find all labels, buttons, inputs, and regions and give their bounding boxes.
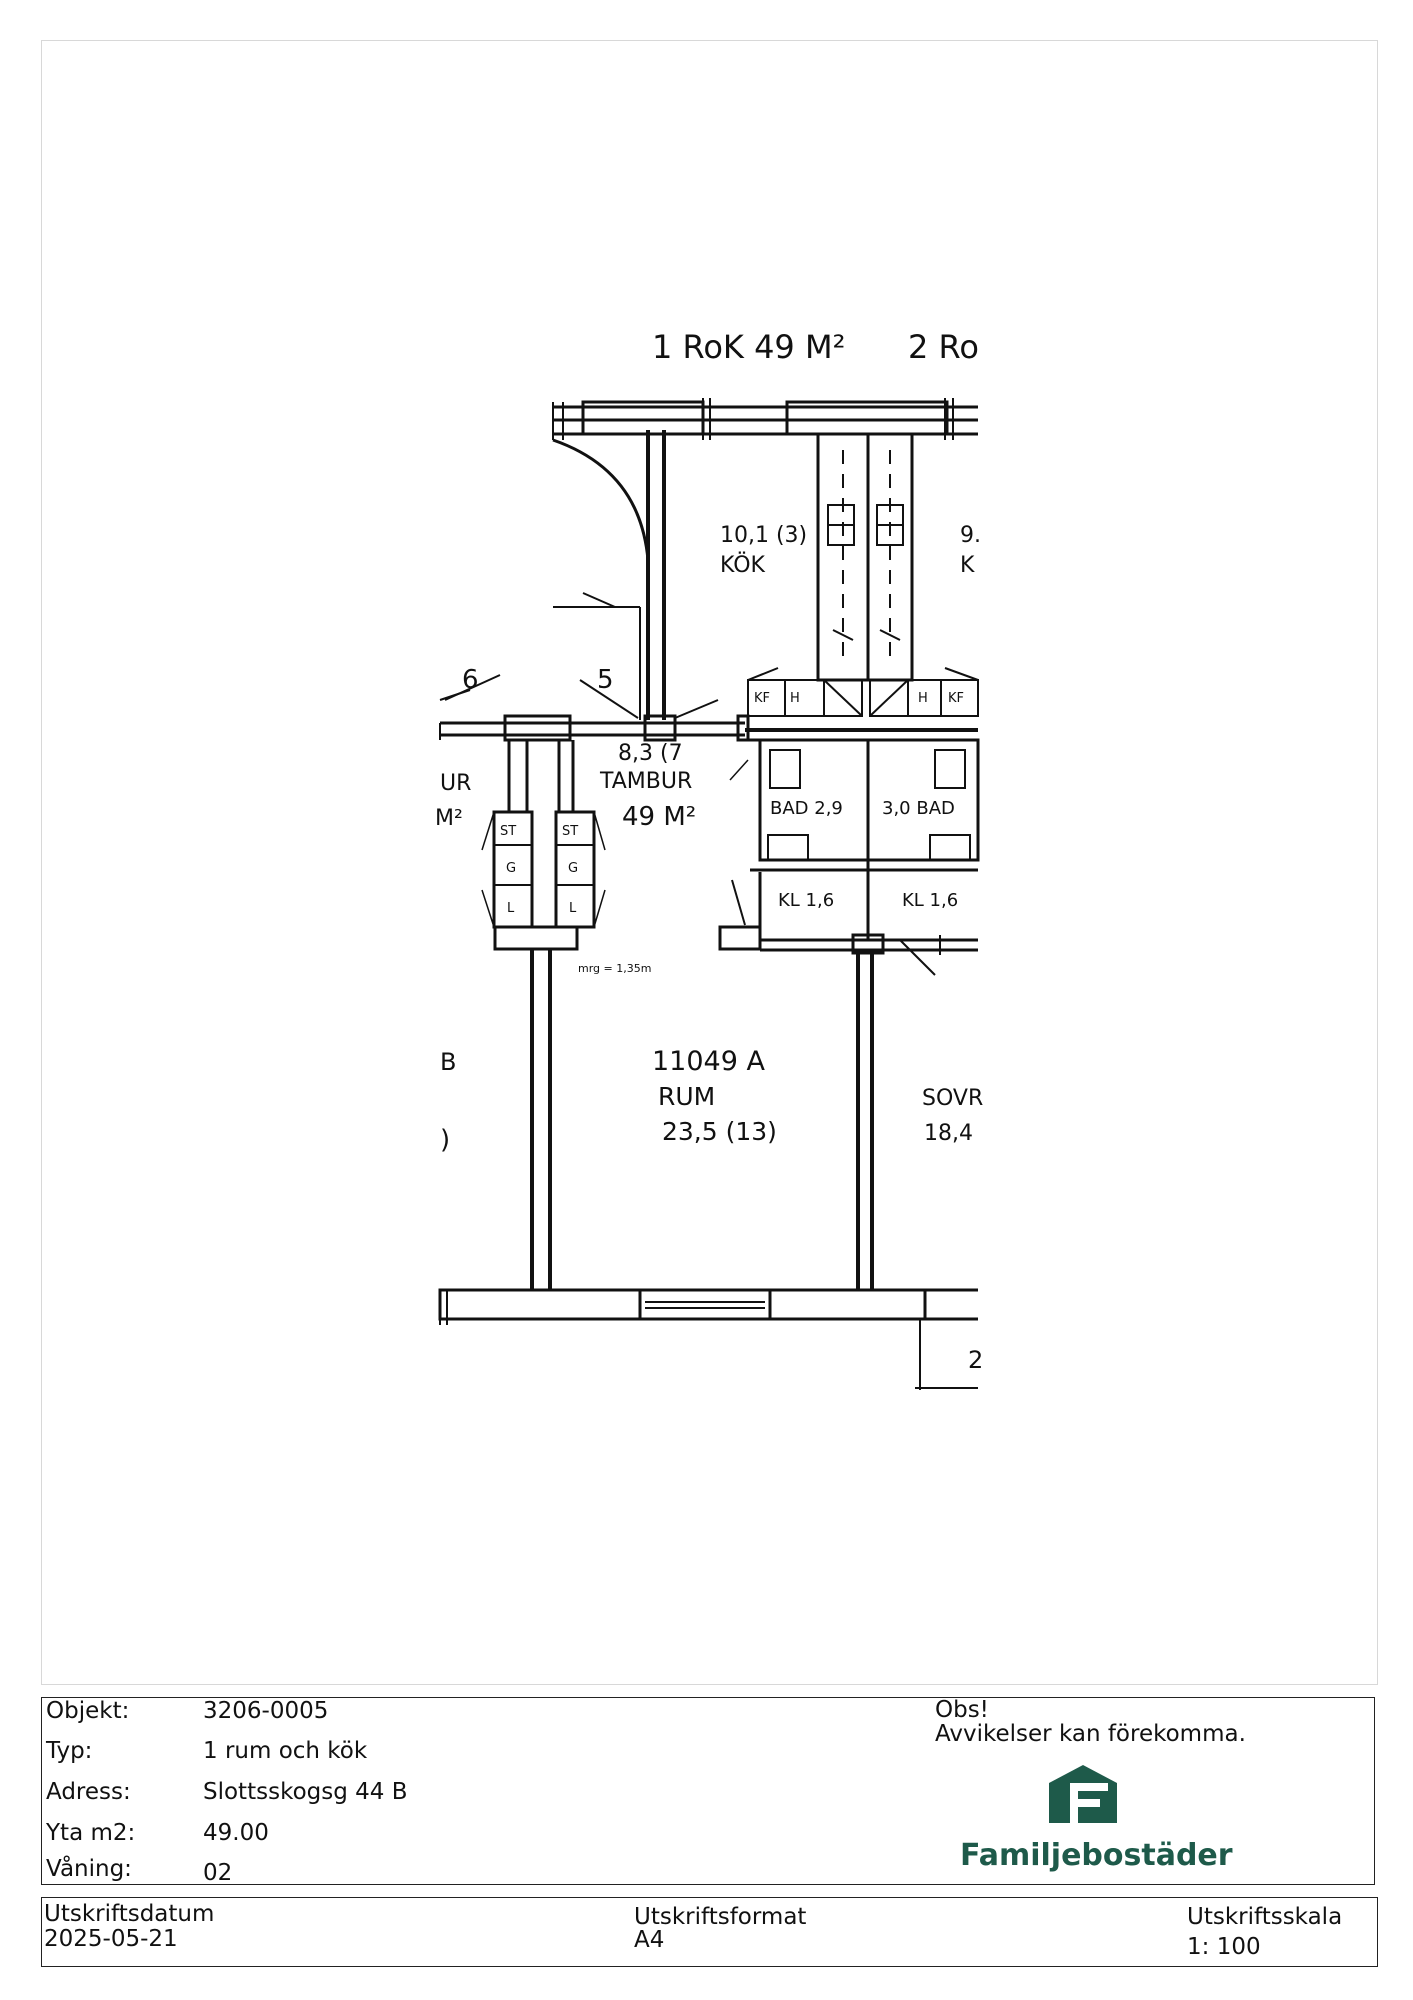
print-scale-value: 1: 100 [1187, 1934, 1261, 1960]
door-5-label: 5 [597, 665, 614, 695]
l-right-label: L [569, 901, 577, 916]
st-left-label: ST [500, 824, 516, 839]
left-b-label: B [440, 1048, 456, 1076]
rum-name-label: RUM [658, 1082, 715, 1111]
kok-name-label: KÖK [720, 552, 766, 578]
h-right-label: H [918, 691, 928, 706]
objekt-value: 3206-0005 [203, 1698, 329, 1724]
typ-label: Typ: [46, 1738, 93, 1764]
kok-right-area-label: 9. [960, 523, 981, 548]
plan-header-right: 2 Ro [908, 328, 979, 366]
st-right-label: ST [562, 824, 578, 839]
plan-header-left: 1 RoK 49 M² [652, 328, 845, 366]
vaning-value: 02 [203, 1860, 233, 1886]
left-paren-label: ) [440, 1125, 450, 1155]
sovr-area-label: 18,4 [924, 1121, 973, 1146]
logo-house-icon [1049, 1765, 1117, 1823]
tambur-total-label: 49 M² [622, 802, 696, 832]
yta-value: 49.00 [203, 1820, 269, 1846]
kf-right-label: KF [948, 691, 964, 706]
small-note-label: mrg = 1,35m [578, 962, 651, 975]
floor-plan-frame [41, 40, 1378, 1685]
print-format-value: A4 [634, 1927, 665, 1953]
print-date-cell: Utskriftsdatum 2025-05-21 [44, 1902, 214, 1952]
left-m2-label: M² [435, 806, 463, 831]
l-left-label: L [507, 901, 515, 916]
obs-title: Obs! [935, 1697, 989, 1723]
print-scale-cell: Utskriftsskala 1: 100 [1187, 1902, 1342, 1962]
tambur-area-label: 8,3 (7 [618, 741, 683, 766]
print-format-label: Utskriftsformat [634, 1904, 807, 1930]
bad-left-label: BAD 2,9 [770, 798, 843, 819]
tambur-name-label: TAMBUR [599, 769, 692, 794]
left-ur-label: UR [440, 771, 471, 796]
adress-label: Adress: [46, 1779, 131, 1805]
rum-id-label: 11049 A [652, 1046, 765, 1077]
print-scale-label: Utskriftsskala [1187, 1904, 1343, 1930]
obs-note: Obs! Avvikelser kan förekomma. [935, 1698, 1246, 1746]
print-format-cell: Utskriftsformat A4 [634, 1906, 806, 1952]
print-date-label: Utskriftsdatum [44, 1901, 215, 1927]
bad-right-label: 3,0 BAD [882, 798, 955, 819]
yta-label: Yta m2: [46, 1820, 136, 1846]
kok-area-label: 10,1 (3) [720, 523, 807, 548]
adress-value: Slottsskogsg 44 B [203, 1779, 408, 1805]
print-date-value: 2025-05-21 [44, 1926, 178, 1952]
kok-right-name-label: K [960, 553, 975, 578]
g-right-label: G [568, 861, 578, 876]
info-box: Objekt: 3206-0005 Typ: 1 rum och kök Adr… [41, 1697, 1375, 1886]
g-left-label: G [506, 861, 516, 876]
objekt-label: Objekt: [46, 1698, 130, 1724]
h-left-label: H [790, 691, 800, 706]
vaning-label: Våning: [46, 1856, 132, 1882]
typ-value: 1 rum och kök [203, 1738, 368, 1764]
obs-text: Avvikelser kan förekomma. [935, 1721, 1246, 1747]
familjebostader-logo: Familjebostäder [960, 1763, 1233, 1878]
logo-text: Familjebostäder [960, 1838, 1233, 1873]
kf-left-label: KF [754, 691, 770, 706]
bottom-right-label: 2 [968, 1346, 983, 1374]
floor-plan-drawing: 1 RoK 49 M² 2 Ro 10,1 (3) KÖK 9. K 8,3 (… [435, 328, 983, 1390]
kl-left-label: KL 1,6 [778, 890, 834, 911]
sovr-name-label: SOVR [922, 1086, 983, 1111]
print-info-box: Utskriftsdatum 2025-05-21 Utskriftsforma… [41, 1897, 1378, 1967]
door-6-label: 6 [462, 665, 479, 695]
rum-area-label: 23,5 (13) [662, 1117, 777, 1146]
kl-right-label: KL 1,6 [902, 890, 958, 911]
